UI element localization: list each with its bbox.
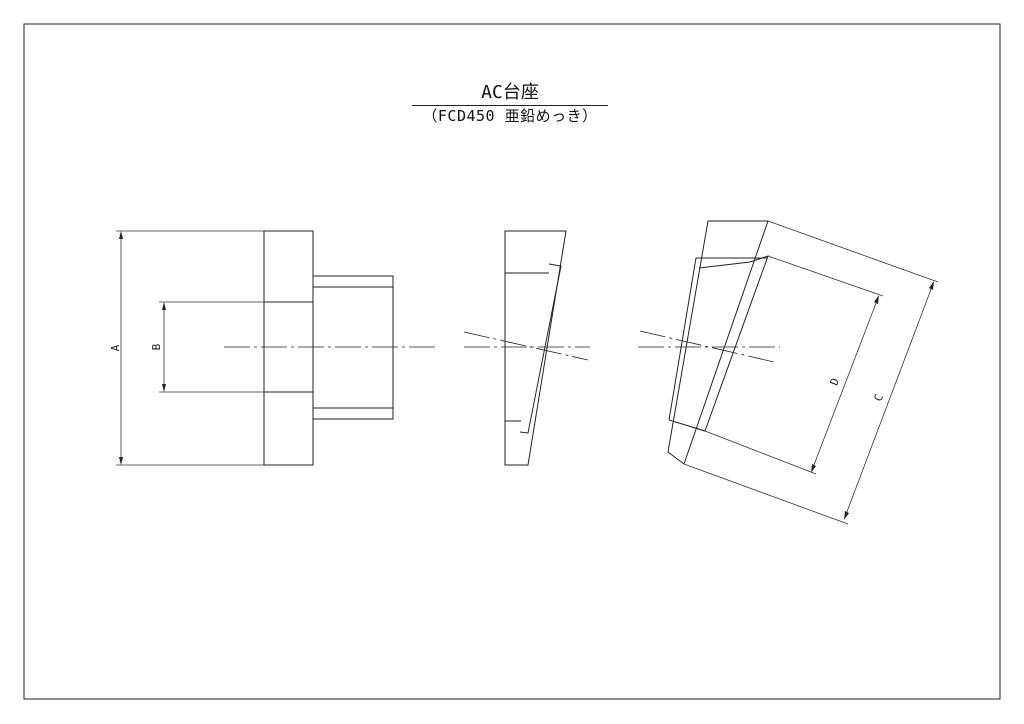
side-centerline-inclined: [463, 331, 589, 361]
rotated-view: C D: [638, 220, 939, 525]
side-view: [463, 230, 590, 466]
rotated-base-outline: [667, 220, 769, 465]
dimension-label-c: C: [871, 392, 886, 403]
dimension-d: D: [704, 255, 884, 475]
drawing-subtitle: （FCD450 亜鉛めっき）: [422, 107, 598, 125]
rotated-inner-edge: [668, 257, 697, 421]
title-underline: [412, 105, 608, 106]
dimension-c: C: [683, 220, 939, 525]
drawing-frame: [23, 23, 1001, 700]
title-block: AC台座 （FCD450 亜鉛めっき）: [400, 82, 620, 126]
rotated-boss-outline: [691, 255, 769, 432]
dimension-label-a: A: [109, 344, 122, 351]
dimension-b: B: [150, 301, 264, 393]
rotated-bottom-step: [668, 419, 706, 432]
side-boss-outline: [519, 263, 562, 434]
dimension-label-d: D: [827, 376, 842, 387]
front-boss-outline: [313, 275, 394, 420]
dimension-a: A: [109, 230, 264, 466]
front-base-plate: [263, 230, 314, 466]
side-base-profile: [504, 230, 567, 466]
drawing-title: AC台座: [481, 82, 539, 103]
rotated-centerline-inclined: [639, 330, 775, 363]
front-view: A B: [109, 230, 436, 466]
dimension-label-b: B: [150, 343, 163, 350]
